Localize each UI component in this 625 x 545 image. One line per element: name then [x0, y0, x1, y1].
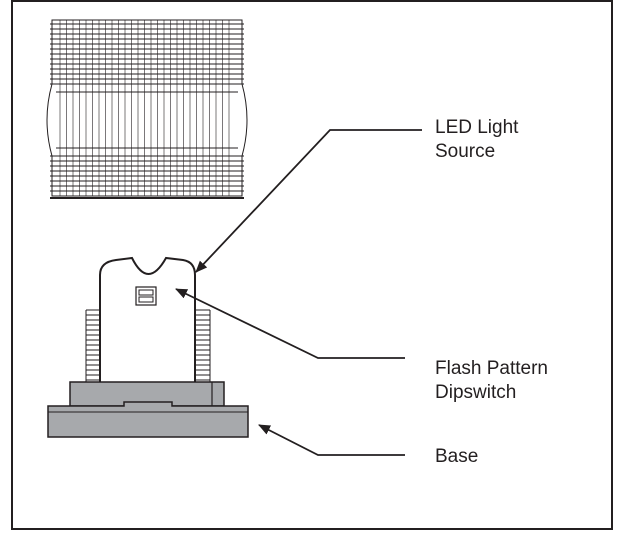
flash-pattern-dipswitch-label-line-2: Dipswitch: [435, 382, 517, 403]
led-light-source-cap: [99, 256, 196, 382]
flash-pattern-dipswitch-label: Flash Pattern Dipswitch: [435, 357, 548, 405]
base: [47, 401, 249, 438]
led-light-source-label-line-1: LED Light: [435, 117, 519, 138]
flash-pattern-dipswitch-leader: [175, 288, 405, 359]
diagram-frame: [11, 0, 613, 530]
light-source-housing: [69, 256, 225, 407]
base-label-line-1: Base: [435, 446, 479, 467]
led-light-source-label-line-2: Source: [435, 141, 496, 162]
led-light-source-leader: [195, 129, 422, 273]
led-light-source-label: LED Light Source: [435, 116, 518, 164]
lens-dome: [46, 19, 248, 199]
dipswitch-slot-bottom: [138, 296, 154, 303]
base-leader: [258, 424, 405, 456]
flash-pattern-dipswitch-label-line-1: Flash Pattern: [435, 358, 548, 379]
dipswitch-slot-top: [138, 289, 154, 296]
base-label: Base: [435, 445, 478, 469]
